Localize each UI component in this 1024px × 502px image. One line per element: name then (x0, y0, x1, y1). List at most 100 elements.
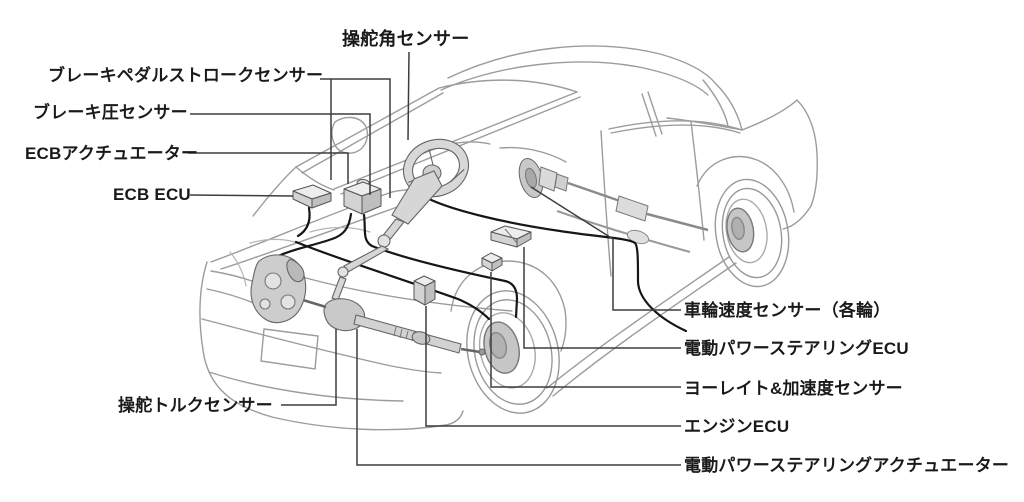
ecb-ecu-box (292, 184, 332, 209)
component-boxes (292, 179, 532, 306)
interior-line (499, 146, 567, 163)
rack-pinion-housing (323, 298, 366, 332)
rear-glass-edge (702, 79, 729, 127)
u-joint (377, 234, 391, 248)
label-steering-angle-sensor: 操舵角センサー (342, 29, 470, 49)
front-fender-drop (560, 309, 567, 352)
hub-center (731, 216, 745, 240)
rear-left-wheel (714, 178, 790, 288)
hub-center (488, 331, 508, 359)
rear-axle-assembly (518, 157, 709, 253)
car-body-outline (199, 45, 818, 431)
label-yaw-rate-sensor: ヨーレイト&加速度センサー (684, 379, 903, 398)
b-pillar2 (647, 91, 663, 135)
cowl-base (295, 166, 335, 191)
tie-rod-end-right (478, 348, 486, 356)
label-eps-ecu: 電動パワーステアリングECU (684, 339, 909, 358)
beltline (608, 120, 743, 131)
eps-ecu-box (490, 225, 532, 248)
front-left-wheel (466, 290, 560, 414)
label-eps-actuator: 電動パワーステアリングアクチュエーター (684, 456, 1010, 475)
callout-ecb-actuator (188, 152, 349, 184)
a-pillar-far2 (301, 92, 444, 174)
license-plate (260, 328, 319, 370)
floor-line (301, 276, 513, 312)
u-joint2 (337, 266, 349, 278)
beltline2 (610, 124, 741, 134)
ecb-ecu-cable (296, 206, 311, 238)
tail-edge (796, 99, 818, 207)
hub-port2 (280, 294, 296, 310)
bumper-lower-crease (208, 371, 404, 402)
tire-outer (714, 178, 790, 288)
front-bumper (199, 261, 464, 431)
rear-door-edge (690, 121, 705, 241)
rocker-line2 (546, 256, 730, 389)
label-steering-torque-sensor: 操舵トルクセンサー (118, 396, 273, 415)
a-pillar-near2 (340, 96, 581, 195)
rear-wheel-arch (696, 155, 795, 213)
callout-eps-ecu (523, 247, 681, 349)
callout-eps-actuator (356, 329, 681, 466)
hub-port3 (259, 298, 271, 310)
rear-far-hub-center (525, 167, 537, 189)
suspension-bushing (626, 229, 650, 245)
label-ecb-actuator: ECBアクチュエーター (25, 144, 199, 163)
spoke3 (450, 169, 465, 183)
axle-shaft2 (646, 212, 709, 232)
tire-outer (466, 290, 560, 414)
b-pillar (641, 93, 657, 137)
roof-line (447, 45, 717, 85)
label-brake-pressure-sensor: ブレーキ圧センサー (33, 103, 188, 122)
callout-wheel-speed-sensor (530, 186, 681, 311)
rear-bumper (782, 205, 812, 230)
a-pillar-near (333, 91, 578, 190)
axle-cv-boot (538, 166, 558, 192)
door-mirror (331, 116, 369, 154)
axle-damper (615, 195, 649, 222)
callout-yaw-rate-sensor (490, 272, 681, 388)
label-ecb-ecu: ECB ECU (113, 185, 191, 204)
tire-inner (721, 187, 783, 279)
ecb-actuator-box (343, 179, 382, 215)
label-brake-pedal-stroke-sensor: ブレーキペダルストロークセンサー (48, 66, 324, 85)
hood-edge2 (220, 205, 401, 270)
label-wheel-speed-sensor: 車輪速度センサー（各輪） (684, 301, 891, 320)
front-right-hub-brake (250, 254, 307, 324)
yaw-rate-sensor-box (481, 252, 503, 272)
tire-inner (473, 299, 553, 405)
boot-ridge3 (405, 330, 409, 340)
label-engine-ecu: エンジンECU (684, 417, 790, 436)
rocker-line (552, 262, 737, 397)
front-door-edge (600, 130, 612, 277)
spoke (428, 149, 434, 167)
brake-line-to-far-hub (268, 212, 353, 262)
roof-drip-rail (440, 61, 709, 96)
callout-ecb-ecu (189, 194, 294, 197)
callout-brake-pressure-sensor (190, 113, 371, 195)
steering-assembly (331, 138, 470, 301)
steering-column (391, 170, 443, 225)
pinion-shaft (331, 276, 347, 301)
trunk-deck (741, 99, 798, 131)
callout-steering-angle-sensor (407, 51, 410, 141)
parcel-line (666, 117, 743, 131)
callout-steering-torque-sensor (281, 329, 337, 406)
c-pillar (715, 83, 743, 131)
axle-cv-boot2 (554, 173, 569, 192)
axle-shaft (567, 181, 621, 203)
brake-caliper (286, 258, 305, 283)
harness-to-front-wheel (362, 213, 519, 319)
engine-bay-line3 (229, 251, 247, 287)
a-pillar-far (295, 87, 440, 168)
callout-engine-ecu (425, 306, 681, 427)
front-wheel-arch (450, 260, 566, 312)
hub-port (264, 272, 282, 290)
fender-to-cowl (252, 166, 297, 217)
bumper-crease (201, 318, 442, 374)
harness-to-rear-wheel (427, 197, 688, 333)
suspension-arm (556, 210, 691, 253)
tie-rod-right (460, 347, 481, 354)
